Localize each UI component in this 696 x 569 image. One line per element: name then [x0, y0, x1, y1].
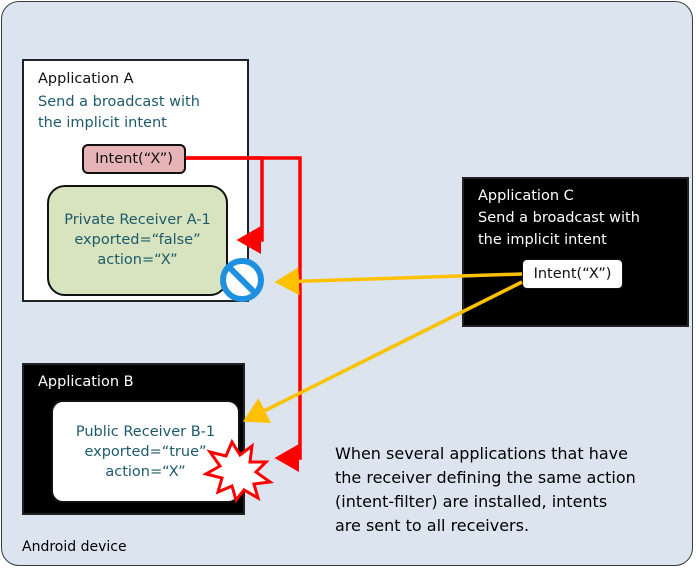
red-arrow-to-receiver-a1 [186, 156, 264, 254]
private-receiver-a1-exported: exported=“false” [74, 232, 201, 248]
public-receiver-b1-name: Public Receiver B-1 [75, 424, 216, 440]
public-receiver-b1-exported: exported=“true” [84, 444, 207, 460]
public-receiver-b1-action: action=“X” [105, 464, 186, 480]
application-c-intent: Intent(“X”) [522, 259, 623, 289]
application-a-subtitle-line2: the implicit intent [38, 115, 167, 131]
application-c-panel [462, 177, 689, 327]
private-receiver-a1-action: action=“X” [97, 252, 178, 268]
red-arrow-to-receiver-b1 [186, 156, 302, 472]
orange-arrow-to-receiver-a1 [274, 267, 523, 296]
android-device-label: Android device [22, 539, 127, 555]
private-receiver-a1: Private Receiver A-1 exported=“false” ac… [47, 185, 228, 296]
application-c-subtitle-line1: Send a broadcast with [478, 210, 640, 226]
application-a-intent: Intent(“X”) [82, 144, 186, 174]
explanation-note: When several applications that have the … [335, 442, 680, 538]
note-line1: When several applications that have [335, 444, 628, 463]
application-a-title: Application A [38, 71, 134, 87]
explosion-icon [202, 438, 274, 504]
application-c-title: Application C [478, 188, 574, 204]
note-line2: the receiver defining the same action [335, 468, 636, 487]
application-c-subtitle-line2: the implicit intent [478, 232, 607, 248]
orange-arrow-to-receiver-b1 [242, 280, 523, 424]
note-line3: (intent-filter) are installed, intents [335, 492, 608, 511]
private-receiver-a1-name: Private Receiver A-1 [64, 212, 211, 228]
prohibited-icon [220, 258, 264, 302]
application-b-title: Application B [38, 374, 134, 390]
note-line4: are sent to all receivers. [335, 516, 530, 535]
application-a-subtitle-line1: Send a broadcast with [38, 94, 200, 110]
